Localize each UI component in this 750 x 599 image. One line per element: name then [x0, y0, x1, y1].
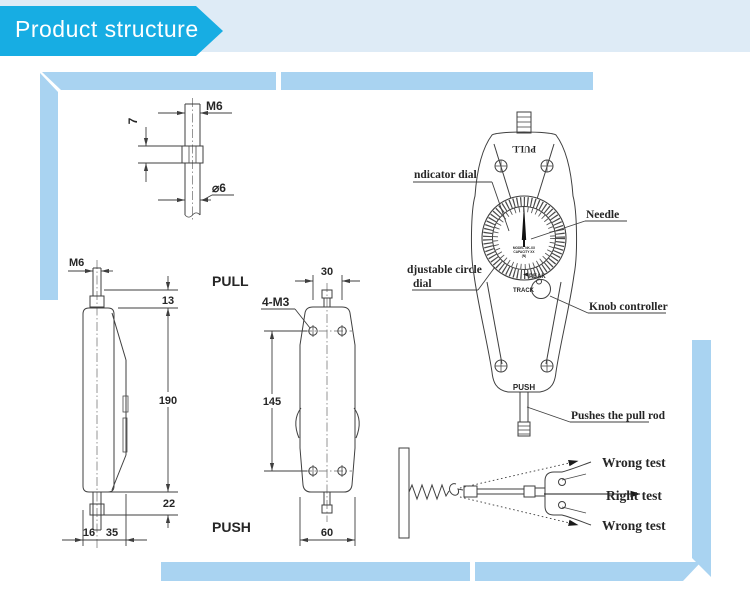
side-dim-22: 22: [163, 498, 175, 510]
spring: [408, 483, 450, 501]
wrong-test-label-bottom: Wrong test: [602, 518, 666, 533]
needle: [521, 204, 527, 240]
frame-bar-left: [40, 73, 58, 300]
hex-nut: [181, 145, 204, 164]
peak-pointer-icon: [523, 272, 528, 277]
pull-marking-rotated: PULL: [512, 144, 536, 154]
hook: [448, 483, 464, 496]
dim-height-7: 7: [126, 117, 140, 124]
dim-diameter-6: ⌀6: [212, 181, 226, 195]
adjustable-dial-label-line2: dial: [413, 278, 432, 290]
side-dim-35: 35: [106, 527, 118, 539]
right-grip-flare: [353, 407, 360, 439]
gauge-body-outline: [470, 131, 578, 393]
top-threaded-rod: [516, 111, 532, 134]
pull-label: PULL: [212, 273, 249, 289]
rod-detail-drawing: M6 7 ⌀6: [126, 98, 234, 222]
back-view-drawing: PULL PUSH 30: [212, 266, 360, 546]
side-dim-190: 190: [159, 395, 177, 407]
adjustable-dial-label-line1: djustable circle: [407, 264, 482, 276]
back-dim-60: 60: [321, 527, 333, 539]
track-label: TRACK: [513, 288, 535, 294]
side-dim-16: 16: [83, 527, 95, 539]
front-view-drawing: PULL: [407, 111, 668, 437]
side-dim-thread-m6: M6: [69, 257, 84, 269]
frame-bar-right: [692, 340, 711, 577]
frame-bar-top-left: [42, 72, 276, 90]
dial-text-capacity: CAPACITY XX: [513, 250, 535, 254]
indicator-dial: MODEL NK-XX CAPACITY XX (N): [481, 195, 567, 281]
test-method-diagram: Wrong test Right test Wrong test: [398, 447, 666, 539]
push-marking: PUSH: [513, 383, 535, 392]
side-dim-13: 13: [162, 295, 174, 307]
screw-top-left: [494, 159, 508, 173]
right-test-label: Right test: [606, 488, 662, 503]
side-knob-profile: [122, 395, 129, 413]
bezel-tick-ring: [483, 197, 565, 279]
holes-callout-4m3: 4-M3: [262, 295, 290, 309]
back-dim-30: 30: [321, 266, 333, 278]
knob-controller: PEAK TRACK: [513, 272, 551, 299]
push-label: PUSH: [212, 519, 251, 535]
screw-top-right: [540, 159, 554, 173]
decor-frame: [40, 72, 711, 581]
back-dim-145: 145: [263, 396, 281, 408]
pull-rod-label: Pushes the pull rod: [571, 410, 666, 422]
side-body-outline: [82, 307, 115, 493]
wrong-test-label-top: Wrong test: [602, 455, 666, 470]
screw-bottom-left: [494, 359, 508, 373]
needle-label: Needle: [586, 209, 619, 221]
indicator-dial-label: ndicator dial: [414, 169, 477, 181]
wrong-test-arrow-top: [459, 459, 579, 489]
frame-bar-top-right: [281, 72, 593, 90]
wrong-test-arrow-bottom: [459, 496, 579, 526]
screw-bottom-right: [540, 359, 554, 373]
dial-text-unit: (N): [522, 254, 526, 258]
bottom-pull-rod: [517, 421, 531, 437]
dial-text-model: MODEL NK-XX: [513, 246, 536, 250]
break-line: [184, 212, 201, 218]
page-title: Product structure: [15, 16, 199, 42]
frame-bar-bottom-left: [161, 562, 470, 581]
peak-label: PEAK: [529, 274, 546, 280]
knob-controller-label: Knob controller: [589, 301, 668, 313]
back-body-outline: [299, 306, 356, 493]
side-view-drawing: M6 13 190 22 16 35: [62, 257, 179, 550]
banner-arrow-shape: [0, 6, 223, 56]
dim-thread-m6: M6: [206, 99, 223, 113]
left-grip-flare: [295, 407, 302, 439]
header-banner-shape: [0, 6, 223, 56]
wall: [398, 447, 410, 539]
frame-bar-bottom-right: [475, 562, 701, 581]
